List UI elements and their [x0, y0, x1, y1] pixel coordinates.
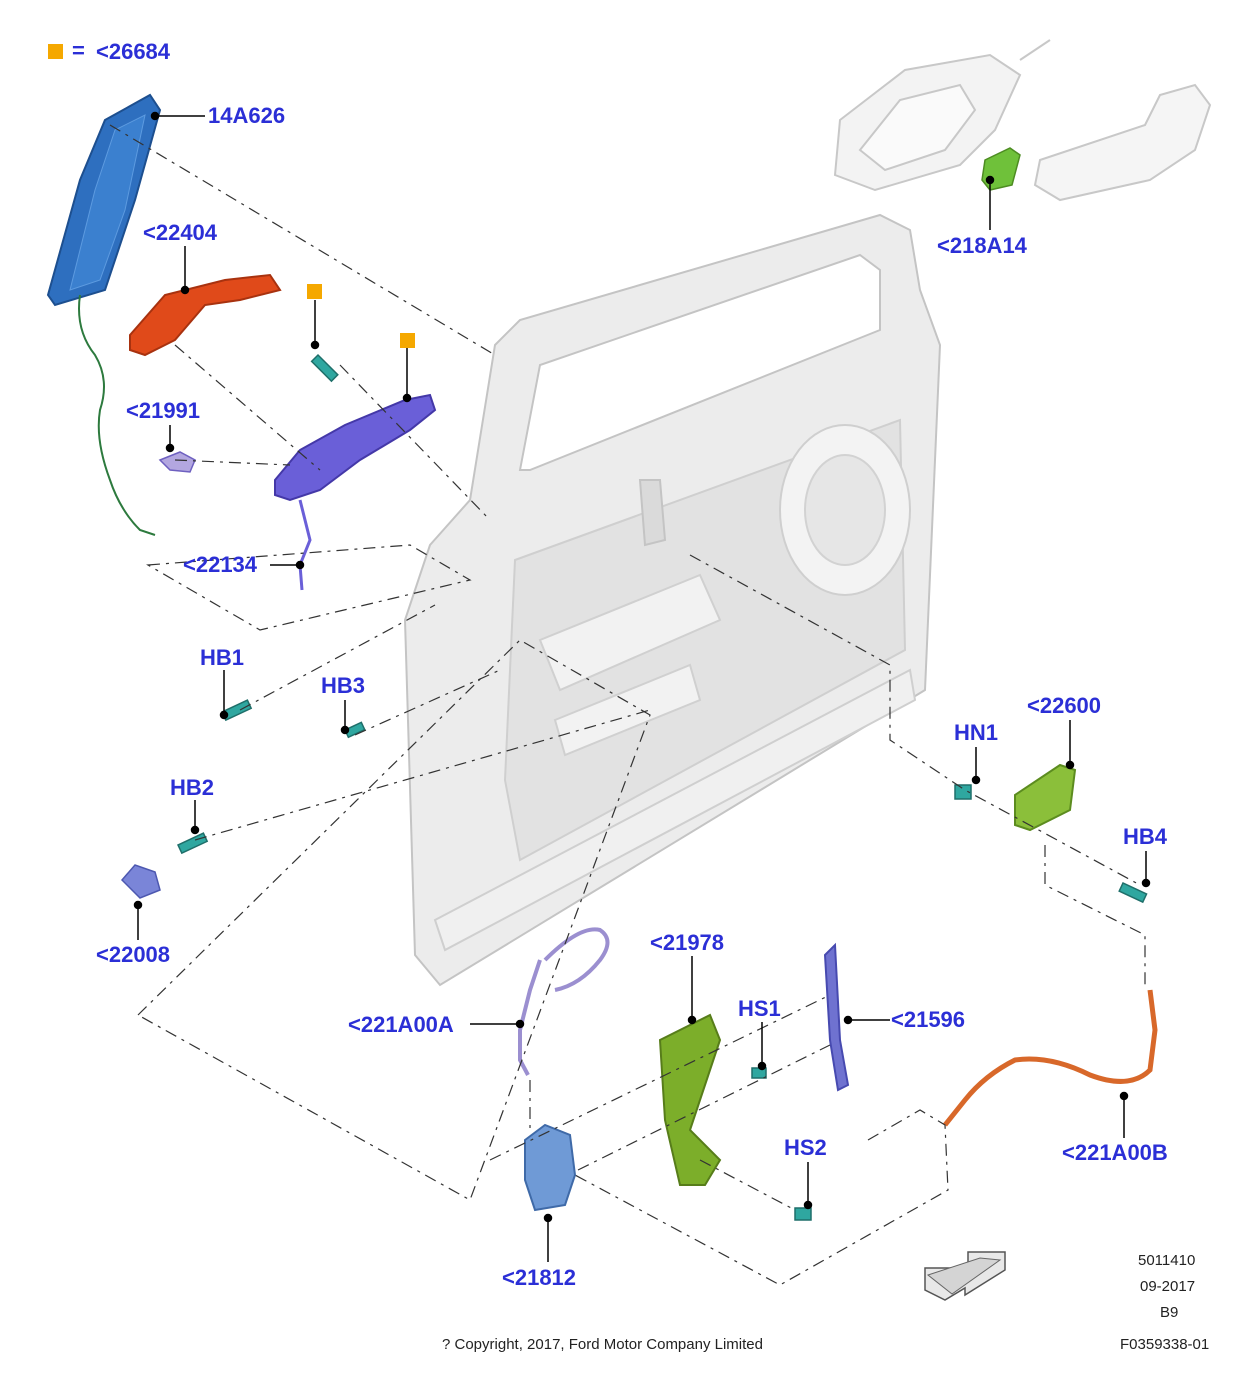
- legend-equals: =: [72, 38, 85, 63]
- footer-code: 5011410: [1138, 1252, 1196, 1269]
- callout-22134: <22134: [183, 552, 258, 577]
- handle-cover-green: [981, 147, 1021, 191]
- callout-21991: <21991: [126, 398, 201, 423]
- callout-HS1: HS1: [738, 996, 781, 1021]
- harness-wire: [78, 294, 156, 536]
- seal-21596: [823, 942, 850, 1092]
- footer-date: 09-2017: [1140, 1278, 1196, 1295]
- callout-22404: <22404: [143, 220, 218, 245]
- bumper-22008: [120, 864, 161, 899]
- callout-HS2: HS2: [784, 1135, 827, 1160]
- applique-14A626: [46, 93, 162, 307]
- forward-arrow-icon: [924, 1251, 1006, 1301]
- callout-22008: <22008: [96, 942, 171, 967]
- callout-HB1: HB1: [200, 645, 245, 670]
- callout-HB3: HB3: [321, 673, 366, 698]
- callout-HN1: HN1: [954, 720, 999, 745]
- cable-221A00B: [943, 989, 1158, 1127]
- marker-square-icon: [307, 284, 322, 299]
- callout-221A00A: <221A00A: [348, 1012, 454, 1037]
- footer-copyright: ? Copyright, 2017, Ford Motor Company Li…: [442, 1336, 763, 1353]
- legend-square-icon: [48, 44, 63, 59]
- legend-reference: <26684: [96, 39, 171, 64]
- callout-21596: <21596: [891, 1007, 966, 1032]
- bracket-purple: [274, 393, 437, 591]
- leader-lines: [133, 111, 1151, 1262]
- clip-21991: [158, 451, 196, 473]
- carrier-21978: [658, 1013, 722, 1186]
- callout-218A14: <218A14: [937, 233, 1027, 258]
- callout-HB4: HB4: [1123, 824, 1168, 849]
- exterior-handle-ghost: [833, 39, 1212, 202]
- door-shell: [403, 213, 942, 987]
- footer-variant: B9: [1160, 1304, 1179, 1321]
- handle-22404: [129, 273, 282, 357]
- callout-HB2: HB2: [170, 775, 215, 800]
- latch-21812: [524, 1123, 577, 1212]
- callout-21978: <21978: [650, 930, 725, 955]
- footer-figure-id: F0359338-01: [1120, 1336, 1210, 1353]
- callout-22600: <22600: [1027, 693, 1102, 718]
- dashed-lines: [109, 124, 1146, 1286]
- interior-handle-22600: [1014, 763, 1077, 832]
- callout-14A626: 14A626: [208, 103, 286, 128]
- callout-21812: <21812: [502, 1265, 577, 1290]
- callout-221A00B: <221A00B: [1062, 1140, 1168, 1165]
- cable-221A00A: [518, 927, 610, 1076]
- marker-square-icon: [400, 333, 415, 348]
